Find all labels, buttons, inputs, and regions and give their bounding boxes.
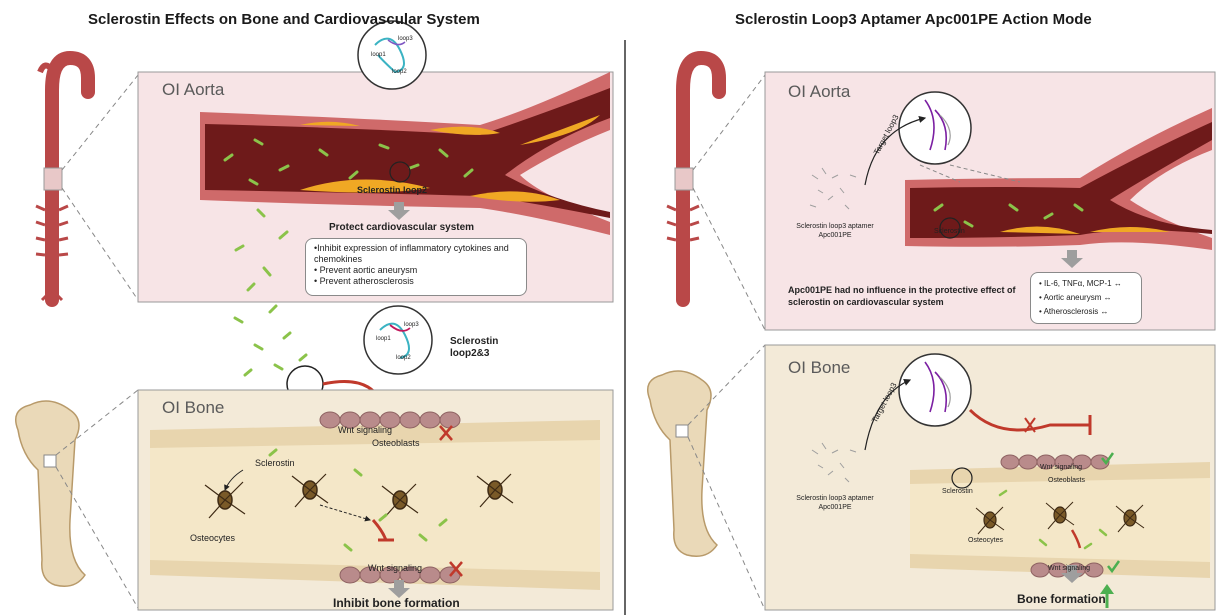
left-inset1-loop3: loop3 [398,36,413,42]
left-loop-label: Sclerostin loop2 [357,185,427,195]
left-aorta-effect: Protect cardiovascular system [329,222,474,233]
right-outcome: Bone formation [1017,592,1106,606]
left-wnt-bottom: Wnt signaling [368,563,422,573]
left-inset2-loop1: loop1 [376,336,391,342]
right-title: Sclerostin Loop3 Aptamer Apc001PE Action… [735,11,1092,28]
right-aptamer-top: Sclerostin loop3 aptamer Apc001PE [790,222,880,240]
left-title: Sclerostin Effects on Bone and Cardiovas… [88,11,480,28]
right-wnt-top: Wnt signaling [1040,464,1082,471]
aorta-anatomy-right [667,58,719,300]
right-sclerostin-top: Sclerostin [934,228,965,235]
right-statement: Apc001PE had no influence in the protect… [788,284,1038,308]
left-sclerostin: Sclerostin [255,458,295,468]
right-aptamer-bottom: Sclerostin loop3 aptamer Apc001PE [790,494,880,512]
right-osteocytes: Osteocytes [968,537,1003,544]
femur-right [648,371,717,556]
loop-inset-mid-left [364,306,432,374]
right-sclerostin-bottom: Sclerostin [942,488,973,495]
right-effects-box: • IL-6, TNFα, MCP-1 ↔ • Aortic aneurysm … [1030,272,1142,324]
bone-shaft-right [910,455,1210,578]
left-inset1-loop2: loop2 [392,69,407,75]
right-wnt-bottom: Wnt signaling [1048,565,1090,572]
effects-item: • Atherosclerosis ↔ [1039,305,1133,319]
left-inset-caption: Sclerostin loop2&3 [450,336,505,360]
aorta-anatomy-left [36,58,88,300]
left-inset1-loop1: loop1 [371,52,386,58]
effects-item: •Inhibit expression of inflammatory cyto… [314,243,518,265]
left-osteocytes: Osteocytes [190,533,235,543]
loop-inset-bottom-right [899,354,971,426]
left-inset2-loop3: loop3 [404,322,419,328]
effects-item: • Prevent aortic aneurysm [314,265,518,276]
left-aorta-panel-title: OI Aorta [162,80,224,100]
left-wnt-top: Wnt signaling [338,425,392,435]
left-inset2-loop2: loop2 [396,355,411,361]
left-osteoblasts: Osteoblasts [372,438,420,448]
femur-left [16,401,85,586]
effects-item: • Prevent atherosclerosis [314,276,518,287]
right-osteoblasts: Osteoblasts [1048,477,1085,484]
loop-inset-top-left [358,21,426,89]
effects-item: • Aortic aneurysm ↔ [1039,291,1133,305]
left-outcome: Inhibit bone formation [333,596,460,610]
left-bone-panel-title: OI Bone [162,398,224,418]
loop-inset-top-right [899,92,971,164]
left-effects-box: •Inhibit expression of inflammatory cyto… [305,238,527,296]
right-bone-panel-title: OI Bone [788,358,850,378]
effects-item: • IL-6, TNFα, MCP-1 ↔ [1039,277,1133,291]
right-aorta-panel-title: OI Aorta [788,82,850,102]
